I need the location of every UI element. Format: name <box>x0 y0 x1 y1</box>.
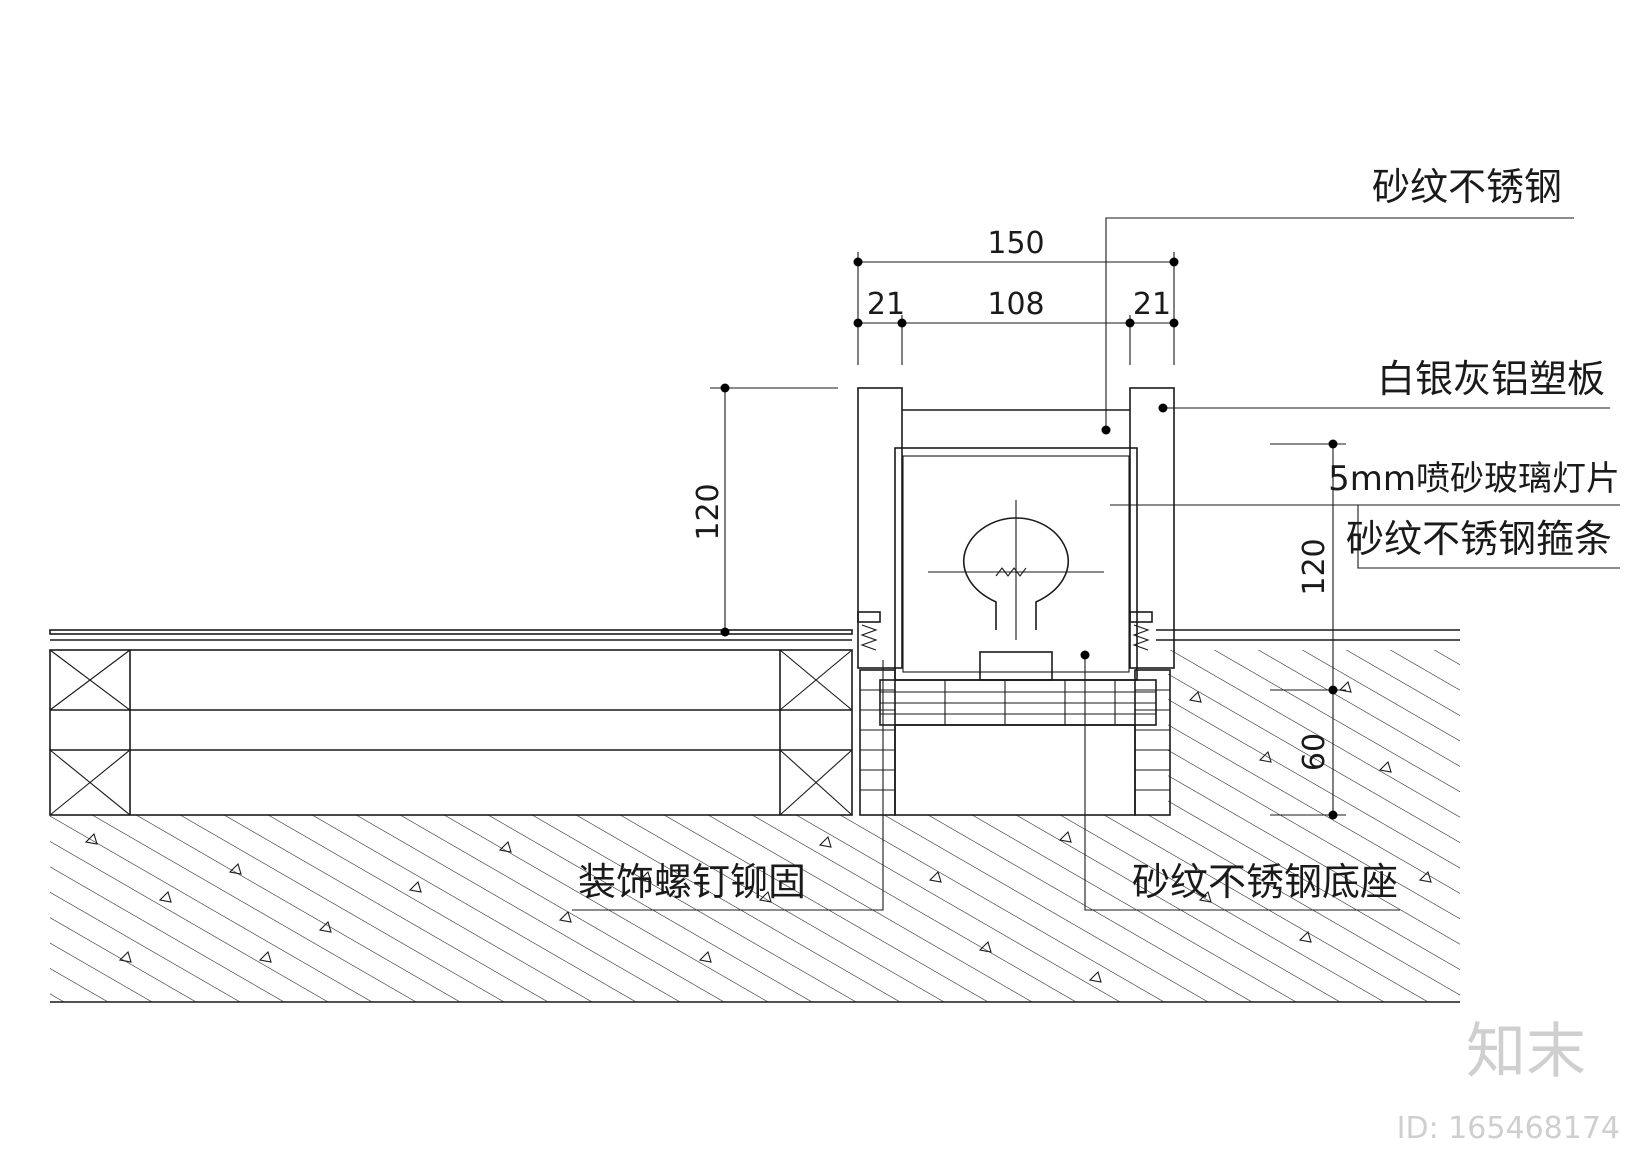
label-steel-strip: 砂纹不锈钢箍条 <box>1346 517 1612 561</box>
label-glass-sheet: 5mm喷砂玻璃灯片 <box>1328 459 1620 499</box>
dim-height-right: 120 <box>1297 538 1332 595</box>
label-screw-rivet: 装饰螺钉铆固 <box>578 860 806 904</box>
label-steel-base: 砂纹不锈钢底座 <box>1132 860 1398 904</box>
watermark-brand: 知末 <box>1466 1017 1586 1087</box>
bulb-icon <box>928 500 1104 681</box>
floor-decking <box>49 629 1460 816</box>
right-post <box>1129 387 1175 669</box>
screw-icon <box>857 611 1153 651</box>
light-fixture <box>857 387 1175 816</box>
dim-left-flange: 21 <box>867 287 905 322</box>
dim-depth-right: 60 <box>1297 733 1332 771</box>
concrete-ground <box>50 650 1460 1003</box>
brick-base <box>859 669 1171 816</box>
dimension-lines <box>710 252 1346 820</box>
watermark-id: ID: 165468174 <box>1397 1111 1620 1146</box>
joist-crosses <box>49 649 853 816</box>
dim-height-left: 120 <box>691 483 726 540</box>
dim-overall-width: 150 <box>987 226 1044 261</box>
dim-right-flange: 21 <box>1133 287 1171 322</box>
dim-inner-width: 108 <box>987 287 1044 322</box>
leader-lines <box>572 217 1620 911</box>
left-post <box>857 387 903 669</box>
aggregate-triangles <box>84 680 1432 983</box>
label-aluminum-panel: 白银灰铝塑板 <box>1377 357 1605 401</box>
label-top-steel: 砂纹不锈钢 <box>1372 165 1562 209</box>
